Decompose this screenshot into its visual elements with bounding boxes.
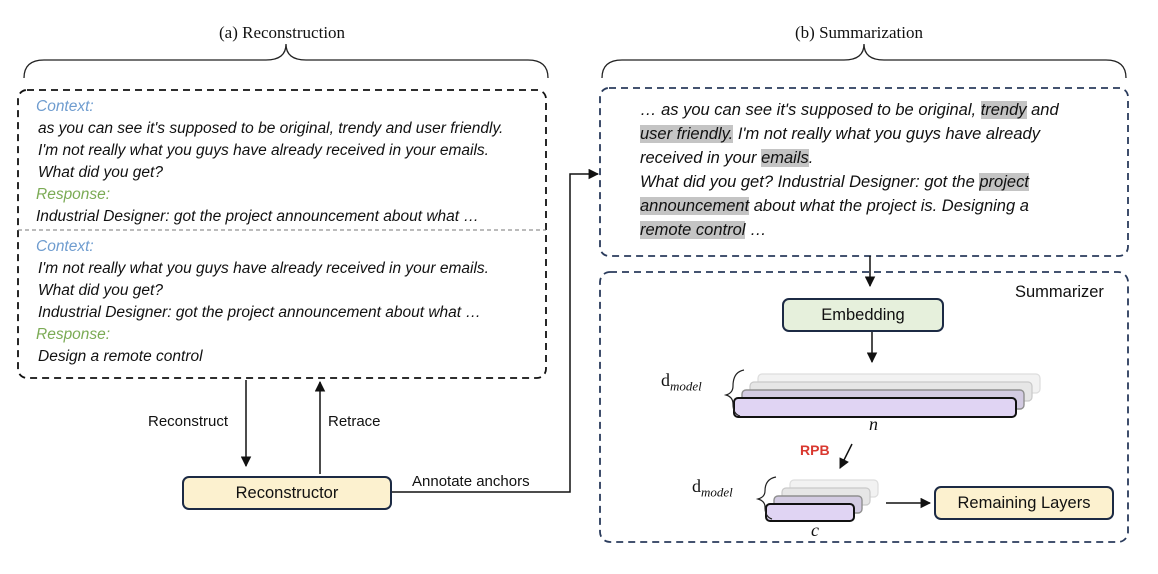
dmodel-brace-large bbox=[723, 369, 745, 417]
embedding-layer-1 bbox=[733, 397, 1017, 418]
reconstruction-samples-panel bbox=[17, 89, 547, 379]
anchor-highlight: remote control bbox=[640, 221, 746, 239]
retrace-label: Retrace bbox=[328, 413, 381, 430]
embedding-box: Embedding bbox=[782, 298, 944, 332]
annotated-line-3: received in your emails. bbox=[640, 149, 814, 167]
context-label: Context: bbox=[36, 238, 94, 255]
annotate-anchors-arrow bbox=[392, 168, 600, 493]
annotated-line-6: remote control … bbox=[640, 221, 767, 239]
summarization-title: (b) Summarization bbox=[795, 23, 923, 42]
annotated-line-1: … as you can see it's supposed to be ori… bbox=[640, 101, 1059, 119]
annotate-anchors-label: Annotate anchors bbox=[412, 473, 530, 490]
anchor-highlight: trendy bbox=[980, 101, 1027, 119]
context-line: I'm not really what you guys have alread… bbox=[38, 260, 489, 277]
dmodel-brace-small bbox=[755, 476, 777, 520]
context-line: Industrial Designer: got the project ann… bbox=[38, 304, 481, 321]
annotated-dialogue-text: … as you can see it's supposed to be ori… bbox=[640, 98, 1059, 242]
dialogue-sample-1: Context: as you can see it's supposed to… bbox=[36, 96, 503, 228]
response-text: Design a remote control bbox=[38, 348, 203, 365]
context-line: What did you get? bbox=[38, 282, 163, 299]
n-label: n bbox=[869, 414, 878, 434]
reconstruction-brace bbox=[23, 43, 549, 79]
annotated-line-2: user friendly. I'm not really what you g… bbox=[640, 125, 1040, 143]
rpb-label: RPB bbox=[800, 442, 830, 458]
context-label: Context: bbox=[36, 98, 94, 115]
annotated-text-panel bbox=[599, 87, 1129, 257]
context-line: as you can see it's supposed to be origi… bbox=[38, 120, 504, 137]
anchor-highlight: emails bbox=[761, 149, 809, 167]
anchor-highlight: project bbox=[979, 173, 1029, 191]
context-line: I'm not really what you guys have alread… bbox=[38, 142, 489, 159]
remaining-layers-box: Remaining Layers bbox=[934, 486, 1114, 520]
reconstruction-title: (a) Reconstruction bbox=[219, 23, 346, 42]
summarization-brace bbox=[601, 43, 1127, 79]
response-text: Industrial Designer: got the project ann… bbox=[36, 208, 479, 225]
summarizer-label: Summarizer bbox=[1015, 283, 1104, 301]
anchor-highlight: user friendly. bbox=[640, 125, 734, 143]
reconstructor-box: Reconstructor bbox=[182, 476, 392, 510]
response-label: Response: bbox=[36, 186, 111, 203]
dmodel-label-large: dmodel bbox=[661, 370, 702, 394]
summarizer-panel bbox=[599, 271, 1129, 543]
context-line: What did you get? bbox=[38, 164, 163, 181]
anchor-highlight: announcement bbox=[640, 197, 750, 215]
response-label: Response: bbox=[36, 326, 111, 343]
dialogue-sample-2: Context: I'm not really what you guys ha… bbox=[36, 236, 489, 368]
annotated-line-5: announcement about what the project is. … bbox=[640, 197, 1029, 215]
dmodel-label-small: dmodel bbox=[692, 476, 733, 500]
c-label: c bbox=[811, 520, 819, 540]
annotated-line-4: What did you get? Industrial Designer: g… bbox=[640, 173, 1029, 191]
rpb-arrow bbox=[839, 443, 853, 469]
compressed-layer-1 bbox=[765, 503, 855, 522]
reconstruct-label: Reconstruct bbox=[148, 413, 229, 430]
